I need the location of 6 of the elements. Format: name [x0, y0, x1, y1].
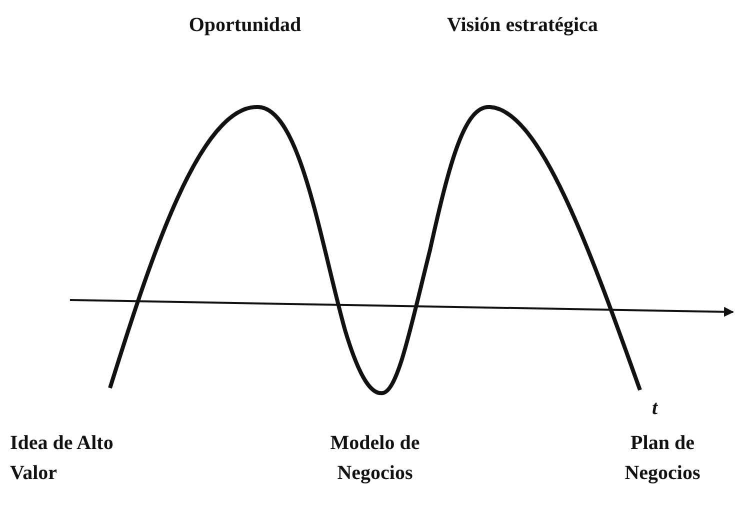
stage-label: Plan de Negocios	[624, 431, 702, 486]
peak-label: Visión estratégica	[446, 13, 599, 38]
peak-label: Oportunidad	[188, 13, 302, 38]
axis-label: t	[652, 396, 659, 421]
stage-label: Modelo de Negocios	[329, 431, 421, 486]
stage-label: Idea de Alto Valor	[10, 431, 114, 486]
